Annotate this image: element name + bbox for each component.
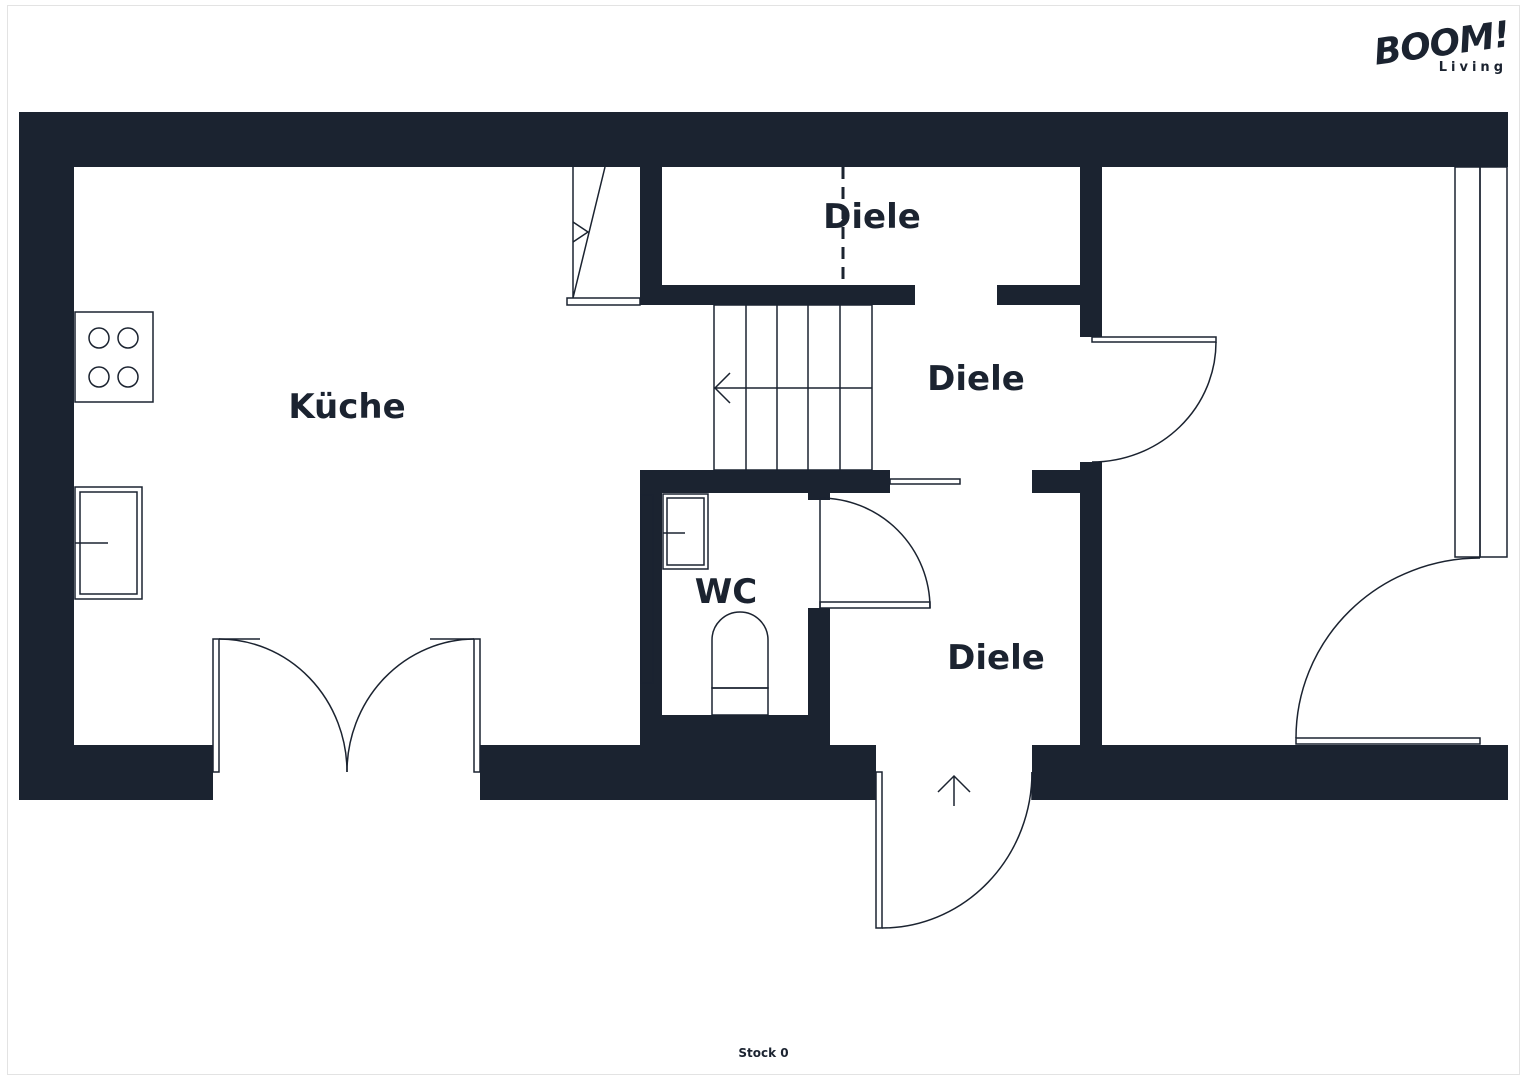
toilet-tank — [711, 687, 769, 716]
kitchen-door-leaf-left — [212, 638, 220, 773]
wall-right-stub — [1032, 470, 1087, 493]
wall-wc-right — [808, 608, 830, 750]
kitchen-door-leaf-right — [473, 638, 481, 773]
wc-door-leaf — [819, 601, 931, 609]
burner — [117, 366, 139, 388]
right-room-door-swing-bottom — [1295, 557, 1481, 739]
burner — [88, 366, 110, 388]
entrance-arrow-icon — [937, 774, 971, 793]
wall-partition-upper — [640, 160, 662, 305]
burner — [117, 327, 139, 349]
wc-sink — [662, 493, 709, 570]
floor-caption: Stock 0 — [738, 1046, 789, 1060]
toilet-bowl — [711, 611, 769, 689]
wall-upper-hall-bottom — [640, 285, 915, 305]
room-label-hall-bottom: Diele — [947, 638, 1045, 678]
wall-left — [19, 112, 74, 800]
brand-logo: BOOM! Living — [1372, 10, 1513, 76]
wall-bottom-left — [19, 745, 213, 800]
wc-door-swing — [819, 497, 931, 609]
plan-sheet — [7, 5, 1520, 1075]
entrance-door-leaf — [875, 771, 883, 929]
stove — [74, 311, 154, 403]
wc-wall-panel — [640, 494, 654, 684]
wall-right-partition-top — [1080, 160, 1102, 337]
wall-bottom-right — [1032, 745, 1508, 800]
right-room-door-leaf — [1091, 336, 1217, 343]
room-label-hall-top: Diele — [823, 197, 921, 237]
room-labels: Küche Diele Diele Diele WC — [288, 197, 1045, 678]
wall-wc-right-top — [808, 470, 830, 500]
small-stair — [572, 166, 606, 299]
sliding-door — [889, 478, 961, 485]
room-label-hall-mid: Diele — [927, 359, 1025, 399]
right-room-panel-outer — [1479, 166, 1508, 558]
right-room-panel — [1454, 166, 1481, 558]
small-stair-arrow-icon — [572, 221, 590, 243]
right-room-door-leaf-bottom — [1295, 737, 1481, 745]
walls — [19, 112, 1508, 800]
burner — [88, 327, 110, 349]
threshold-upper — [566, 297, 641, 306]
room-label-kitchen: Küche — [288, 387, 405, 427]
wall-right-partition-bottom — [1080, 462, 1102, 752]
stair-arrow-icon — [713, 372, 731, 404]
wall-wc-top — [640, 470, 890, 493]
wall-wc-left — [640, 470, 662, 750]
wall-bottom-middle — [480, 745, 876, 800]
fixtures — [74, 166, 1508, 929]
kitchen-door-swing-right — [346, 638, 475, 773]
kitchen-door-swing-left — [218, 638, 348, 773]
brand-logo-subtitle: Living — [1438, 60, 1507, 75]
right-room-door-swing — [1091, 341, 1217, 463]
wall-wc-bottom — [640, 715, 830, 750]
wc-sink-basin — [666, 497, 705, 566]
room-label-wc: WC — [695, 572, 757, 612]
wall-upper-hall-bottom-right — [997, 285, 1097, 305]
wall-top — [19, 112, 1508, 167]
entrance-door-swing — [881, 771, 1033, 929]
